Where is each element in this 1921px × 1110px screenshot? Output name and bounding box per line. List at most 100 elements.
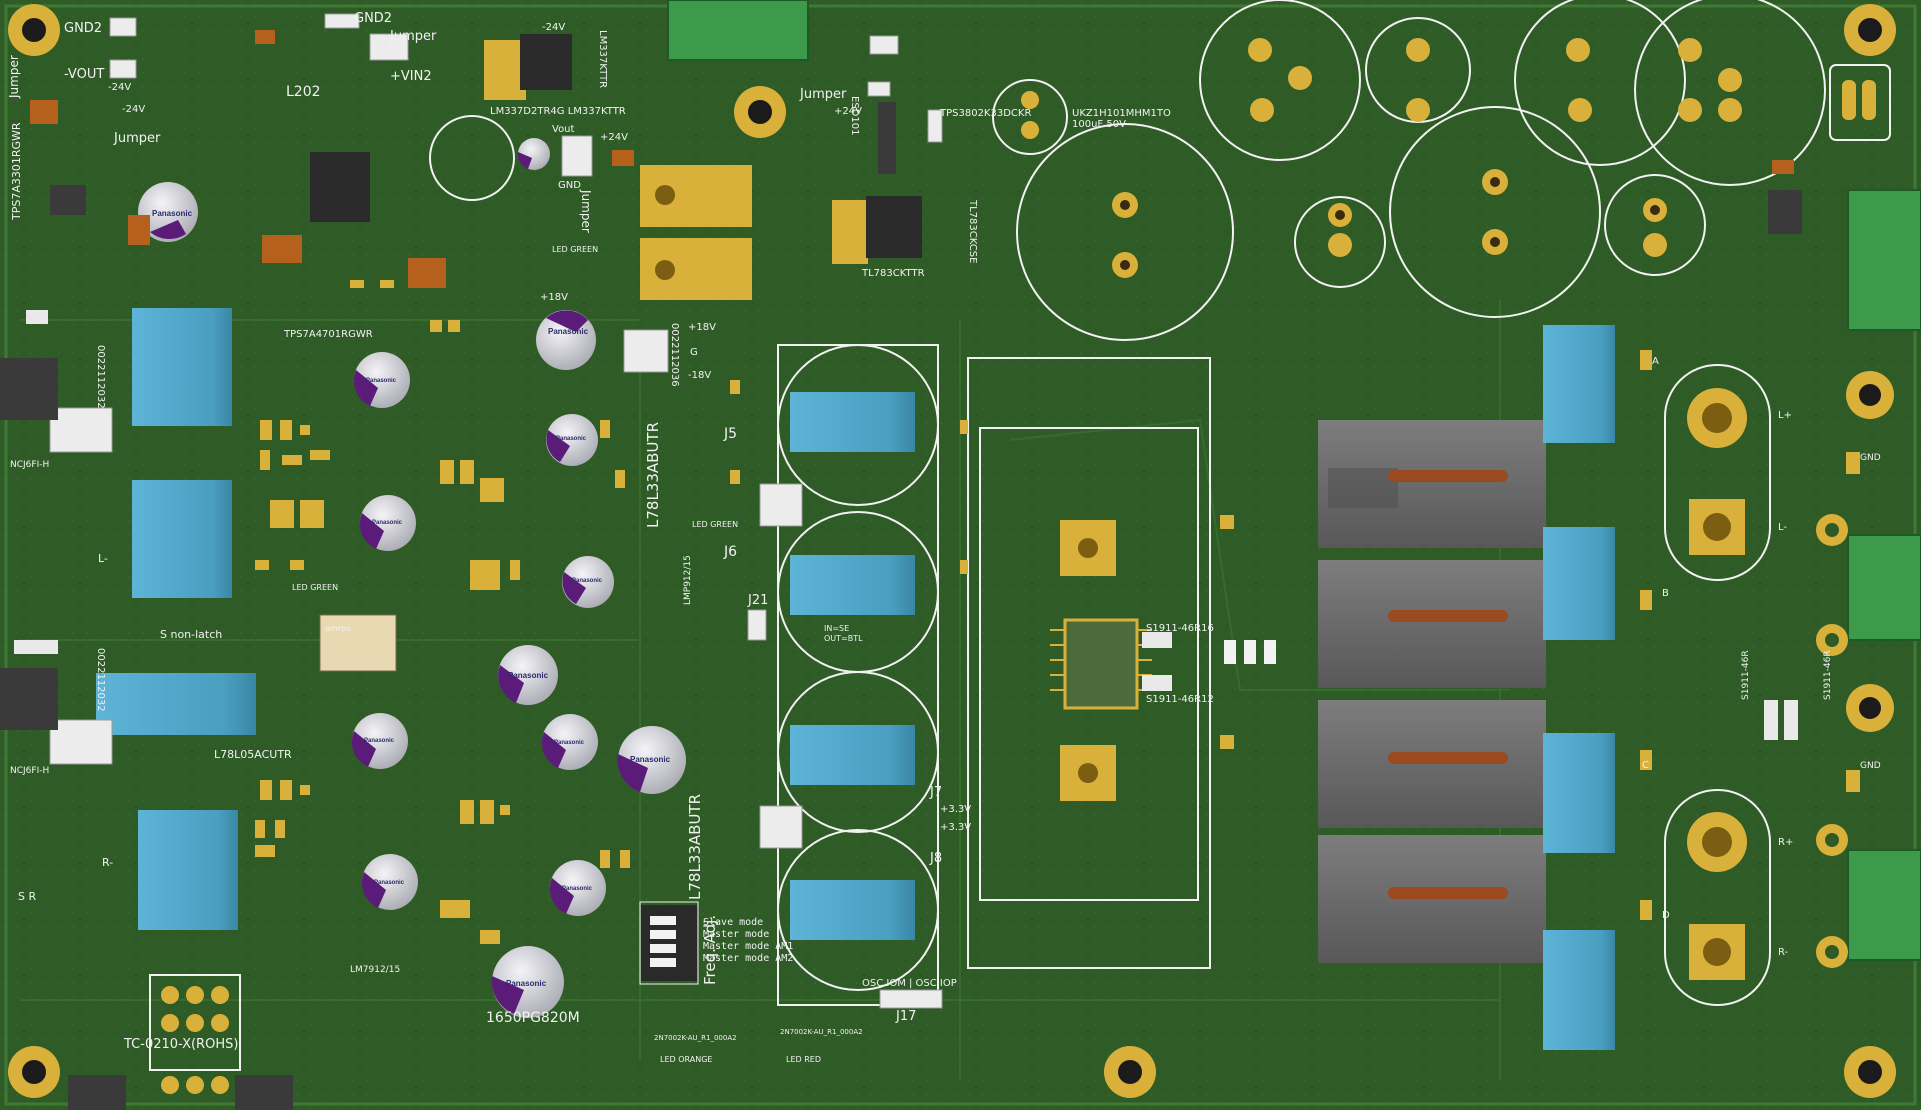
label-l-plus: L+ — [1778, 410, 1792, 421]
label-connector: 0022112036 — [669, 323, 680, 387]
label-panasonic: Panasonic — [508, 671, 549, 680]
label-led-green: LED GREEN — [292, 583, 338, 592]
label-minus24v: -24V — [542, 22, 565, 33]
label-l-minus: L- — [98, 552, 108, 565]
label-j21: J21 — [747, 593, 768, 608]
label-vout: -VOUT — [64, 67, 104, 82]
label-freq-adj: Freq. Adj. — [701, 915, 719, 985]
label-ukz: UKZ1H101MHM1TO — [1072, 108, 1171, 119]
label-2n7002k: 2N7002K-AU_R1_000A2 — [780, 1028, 863, 1036]
label-gnd: GND — [558, 180, 581, 191]
label-panasonic: Panasonic — [548, 327, 589, 336]
label-panasonic: Panasonic — [554, 740, 585, 746]
label-master-mode: Master mode — [703, 929, 769, 940]
label-plus24v: +24V — [834, 106, 862, 117]
label-connector: 0022112032 — [95, 345, 106, 409]
label-r-minus: R- — [1778, 947, 1789, 958]
label-out-btl: OUT=BTL — [824, 634, 863, 643]
label-led-green: LED GREEN — [692, 520, 738, 529]
label-tps7a4701: TPS7A4701RGWR — [283, 329, 373, 340]
label-vout: Vout — [552, 124, 575, 135]
label-tl783: TL783CKTTR — [861, 268, 925, 279]
dip-switch — [639, 901, 699, 985]
label-g: G — [690, 347, 698, 358]
label-plus3v3: +3.3V — [940, 822, 971, 833]
terminal-blocks-right — [1829, 64, 1921, 961]
label-l-minus: L- — [1778, 522, 1787, 533]
white-connectors — [49, 13, 943, 1009]
label-tl783c: TL783CKCSE — [967, 199, 978, 263]
label-panasonic: Panasonic — [374, 880, 405, 886]
label-lm337k: LM337KTTR — [597, 30, 608, 88]
voltage-regulators — [310, 34, 922, 300]
label-s-r: S R — [18, 890, 36, 903]
label-j6: J6 — [723, 544, 737, 560]
label-s1911: S1911-46R — [1741, 650, 1751, 700]
label-in-se: IN=SE — [824, 624, 849, 633]
label-s1911: S1911-46R16 — [1146, 623, 1214, 634]
label-l78l33: L78L33ABUTR — [644, 422, 662, 528]
label-plus24v: +24V — [600, 132, 628, 143]
electrolytic-capacitors — [138, 138, 686, 1018]
label-b: B — [1662, 588, 1669, 599]
label-j8: J8 — [929, 851, 942, 866]
label-j17: J17 — [895, 1009, 916, 1024]
label-s1911: S1911-46R12 — [1146, 694, 1214, 705]
label-connector: 0022112032 — [95, 648, 106, 712]
label-led-red: LED RED — [786, 1055, 821, 1064]
terminal-block-top — [667, 0, 809, 61]
label-panasonic: Panasonic — [506, 979, 547, 988]
label-jumper: Jumper — [7, 55, 21, 99]
label-tps7a3301: TPS7A3301RGWR — [10, 122, 23, 221]
label-gnd2: GND2 — [354, 11, 392, 26]
label-tps3802: TPS3802K33DCKR — [939, 108, 1031, 119]
label-master-am2: Master mode AM2 — [703, 953, 793, 964]
label-gnd: GND — [1860, 453, 1881, 463]
label-panasonic: Panasonic — [366, 378, 397, 384]
label-j5: J5 — [723, 426, 737, 442]
label-r-minus: R- — [102, 856, 113, 869]
label-omron: omron — [325, 624, 351, 633]
label-l202: L202 — [286, 84, 321, 100]
label-l78l05: L78L05ACUTR — [214, 748, 292, 761]
label-s-non-latch: S non-latch — [160, 628, 222, 641]
label-minus24v: -24V — [108, 82, 131, 93]
label-panasonic: Panasonic — [372, 520, 403, 526]
label-ukz-value: 100uF 50V — [1072, 119, 1126, 130]
relays — [149, 614, 697, 1094]
label-panasonic: Panasonic — [152, 209, 193, 218]
label-panasonic: Panasonic — [572, 578, 603, 584]
label-ncj6fi: NCJ6FI-H — [10, 766, 49, 776]
label-c: C — [1642, 760, 1649, 771]
label-jumper: Jumper — [799, 87, 847, 102]
bulk-capacitor-outlines — [992, 0, 1826, 341]
label-gnd: GND — [1860, 761, 1881, 771]
label-d: D — [1662, 910, 1670, 921]
label-r-plus: R+ — [1778, 837, 1793, 848]
label-panasonic: Panasonic — [630, 755, 671, 764]
label-minus18v: -18V — [688, 370, 711, 381]
mounting-holes — [8, 4, 1896, 1098]
label-led-green: LED GREEN — [552, 245, 598, 254]
label-l78l33: L78L33ABUTR — [686, 794, 704, 900]
label-ncj6fi: NCJ6FI-H — [10, 460, 49, 470]
label-esd101: ESD101 — [849, 96, 860, 135]
label-j7: J7 — [929, 785, 942, 800]
label-panasonic: Panasonic — [364, 738, 395, 744]
film-capacitors — [96, 308, 1615, 1050]
bulk-capacitor-pads — [1021, 38, 1742, 278]
label-plus3v3: +3.3V — [940, 804, 971, 815]
smd-resistors — [14, 30, 1798, 740]
amplifier-ic-area — [967, 357, 1276, 969]
label-jumper: Jumper — [389, 29, 437, 44]
label-a: A — [1652, 356, 1659, 367]
label-jumper: Jumper — [579, 189, 593, 233]
label-2n7002k: 2N7002K-AU_R1_000A2 — [654, 1034, 737, 1042]
smd-components — [255, 280, 1860, 944]
speaker-posts — [1664, 364, 1848, 1006]
label-tc0210: TC-0210-X(ROHS) — [123, 1037, 238, 1052]
label-led-orange: LED ORANGE — [660, 1055, 712, 1064]
label-gnd2: GND2 — [64, 21, 102, 36]
label-panasonic: Panasonic — [556, 436, 587, 442]
